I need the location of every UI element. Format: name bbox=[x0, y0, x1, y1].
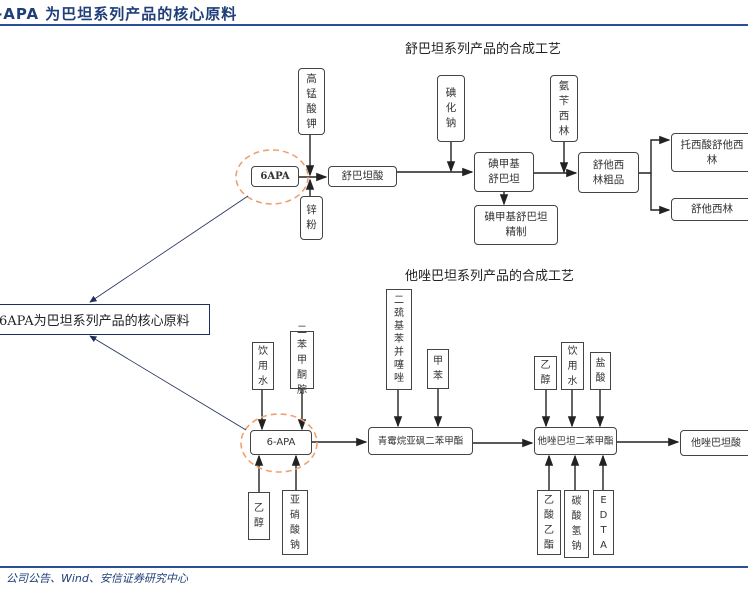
node-sultamicillin-crude: 舒他西林粗品 bbox=[578, 152, 639, 193]
node-ethanol-1: 乙醇 bbox=[248, 492, 270, 540]
title-divider bbox=[0, 24, 748, 26]
node-tazobactam-acid: 他唑巴坦酸 bbox=[680, 430, 748, 456]
highlight-ellipse-bottom bbox=[240, 413, 318, 473]
node-kmno4: 高锰酸钾 bbox=[298, 68, 325, 135]
highlight-ellipse-top bbox=[235, 149, 309, 205]
node-sodium-nitrite: 亚硝酸钠 bbox=[282, 490, 308, 555]
node-6apa-top: 6APA bbox=[251, 166, 299, 187]
node-iodomethyl-sulbactam: 碘甲基舒巴坦 bbox=[474, 152, 534, 192]
node-water-2: 饮用水 bbox=[561, 342, 584, 390]
node-hcl: 盐酸 bbox=[590, 352, 611, 390]
node-sodium-bicarbonate: 碳酸氢钠 bbox=[564, 490, 589, 558]
node-sultamicillin: 舒他西林 bbox=[671, 198, 748, 221]
node-ampicillin: 氨苄西林 bbox=[550, 75, 578, 142]
node-sultamicillin-tosylate: 托西酸舒他西林 bbox=[671, 133, 748, 172]
node-toluene: 甲苯 bbox=[427, 349, 449, 389]
sulbactam-heading: 舒巴坦系列产品的合成工艺 bbox=[405, 42, 562, 57]
node-6apa-bottom: 6-APA bbox=[250, 430, 312, 455]
node-iodomethyl-refined: 碘甲基舒巴坦精制 bbox=[474, 205, 558, 245]
node-zinc: 锌粉 bbox=[300, 196, 323, 240]
node-sulbactam-acid: 舒巴坦酸 bbox=[328, 166, 397, 187]
node-ethanol-2: 乙醇 bbox=[534, 356, 557, 390]
node-water-1: 饮用水 bbox=[252, 342, 274, 390]
source-footer: 公司公告、Wind、安信证券研究中心 bbox=[6, 572, 188, 585]
node-penam-sulfoxide-ester: 青霉烷亚砜二苯甲酯 bbox=[368, 427, 473, 455]
core-material-callout: 6APA为巴坦系列产品的核心原料 bbox=[0, 304, 210, 335]
node-tazobactam-ester: 他唑巴坦二苯甲酯 bbox=[534, 427, 617, 455]
node-nai: 碘化钠 bbox=[437, 75, 465, 142]
node-dithio-benzothiazole: 二巯基苯并噻唑 bbox=[386, 289, 412, 390]
node-benzophenone-hydrazone: 二苯甲酮腙 bbox=[290, 325, 314, 396]
footer-divider bbox=[0, 566, 748, 568]
tazobactam-heading: 他唑巴坦系列产品的合成工艺 bbox=[405, 269, 575, 284]
page-title: -APA 为巴坦系列产品的核心原料 bbox=[0, 5, 238, 23]
node-ethyl-acetate: 乙酸乙酯 bbox=[537, 490, 561, 555]
node-edta: EDTA bbox=[593, 490, 614, 555]
